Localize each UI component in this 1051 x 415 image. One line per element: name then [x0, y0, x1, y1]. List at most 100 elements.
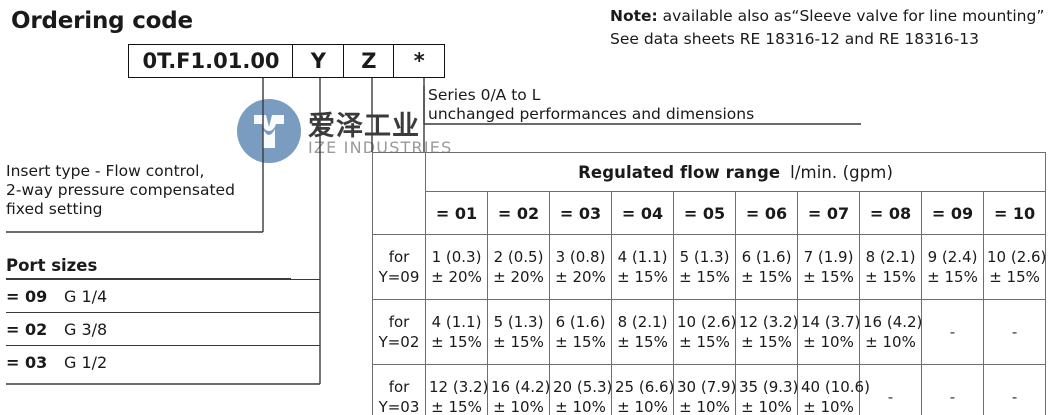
insert-type-line-3: fixed setting: [6, 200, 103, 219]
flow-value: 5 (1.3): [679, 247, 730, 266]
column-header-04: = 04: [611, 191, 674, 235]
flow-value: 9 (2.4): [927, 247, 978, 266]
series-note-line-2: unchanged performances and dimensions: [428, 105, 755, 124]
data-cell: 10 (2.6) ± 15%: [982, 234, 1047, 300]
regulated-flow-range-table: Regulated flow range l/min. (gpm) = 01 = …: [372, 152, 1046, 415]
flow-value: 12 (3.2): [429, 377, 489, 396]
port-size-code: = 03: [6, 352, 48, 372]
column-header-02: = 02: [487, 191, 550, 235]
flow-tolerance: ± 10%: [803, 398, 854, 415]
data-cell: 4 (1.1) ± 15%: [425, 299, 488, 365]
data-cell: 5 (1.3) ± 15%: [673, 234, 736, 300]
column-header-01: = 01: [425, 191, 488, 235]
data-cell-empty: -: [921, 364, 984, 415]
flow-value: 8 (2.1): [865, 247, 916, 266]
flow-value: 16 (4.2): [491, 377, 551, 396]
flow-value: 40 (10.6): [801, 377, 870, 396]
code-cell-y[interactable]: Y: [292, 44, 345, 78]
ordering-code-boxes: 0T.F1.01.00 Y Z *: [128, 44, 446, 78]
flow-value: 20 (5.3): [553, 377, 613, 396]
flow-value: 2 (0.5): [493, 247, 544, 266]
flow-tolerance: ± 15%: [679, 268, 730, 286]
row-label-for: for: [388, 312, 410, 331]
data-cell: 40 (10.6) ± 10%: [797, 364, 870, 415]
flow-value: 4 (1.1): [617, 247, 668, 266]
note-line-1: Note: available also as“Sleeve valve for…: [610, 7, 1050, 26]
table-corner-cell-lower: [372, 191, 426, 235]
code-cell-base[interactable]: 0T.F1.01.00: [128, 44, 294, 78]
flow-tolerance: ± 10%: [493, 398, 544, 415]
watermark-chinese-text: 爱泽工业: [308, 111, 420, 142]
row-label-y02: for Y=02: [372, 299, 426, 365]
flow-value: 8 (2.1): [617, 312, 668, 331]
flow-value: 10 (2.6): [987, 247, 1047, 266]
data-cell: 1 (0.3) ± 20%: [425, 234, 488, 300]
data-cell: 4 (1.1) ± 15%: [611, 234, 674, 300]
table-row: for Y=02 4 (1.1) ± 15% 5 (1.3) ± 15% 6 (…: [372, 299, 1047, 365]
column-header-07: = 07: [797, 191, 860, 235]
data-cell-empty: -: [859, 364, 922, 415]
flow-tolerance: ± 15%: [989, 268, 1040, 286]
flow-value: 25 (6.6): [615, 377, 675, 396]
flow-tolerance: ± 15%: [927, 268, 978, 286]
flow-tolerance: ± 20%: [493, 268, 544, 286]
data-cell: 2 (0.5) ± 20%: [487, 234, 550, 300]
insert-type-description: Insert type - Flow control, 2-way pressu…: [6, 162, 235, 219]
flow-value: 14 (3.7): [801, 312, 861, 331]
row-label-y: Y=02: [378, 333, 420, 351]
flow-tolerance: ± 20%: [555, 268, 606, 286]
flow-tolerance: ± 10%: [865, 333, 916, 351]
flow-value: -: [1011, 387, 1018, 406]
flow-tolerance: ± 10%: [555, 398, 606, 415]
table-unit-text: l/min. (gpm): [790, 162, 894, 182]
data-cell: 20 (5.3) ± 10%: [549, 364, 613, 415]
port-size-code: = 09: [6, 286, 48, 306]
data-cell: 35 (9.3) ± 10%: [735, 364, 798, 415]
page-title: Ordering code: [11, 8, 193, 34]
table-column-header-row: = 01 = 02 = 03 = 04 = 05 = 06 = 07 = 08 …: [372, 191, 1047, 235]
table-title-text: Regulated flow range: [578, 162, 781, 182]
series-note: Series 0/A to L unchanged performances a…: [428, 86, 754, 125]
port-size-value: G 1/4: [64, 286, 108, 306]
note-label: Note:: [610, 7, 658, 25]
data-cell: 16 (4.2) ± 10%: [859, 299, 923, 365]
data-cell: 5 (1.3) ± 15%: [487, 299, 550, 365]
column-header-05: = 05: [673, 191, 736, 235]
data-cell: 10 (2.6) ± 15%: [673, 299, 736, 365]
data-cell: 30 (7.9) ± 10%: [673, 364, 737, 415]
flow-value: -: [887, 387, 894, 406]
flow-value: 16 (4.2): [863, 312, 923, 331]
flow-tolerance: ± 15%: [803, 268, 854, 286]
code-cell-star[interactable]: *: [393, 44, 446, 78]
flow-value: -: [949, 387, 956, 406]
data-cell: 16 (4.2) ± 10%: [487, 364, 551, 415]
port-size-value: G 3/8: [64, 319, 108, 339]
insert-type-line-2: 2-way pressure compensated: [6, 181, 235, 200]
port-sizes-title: Port sizes: [6, 256, 98, 275]
flow-value: 3 (0.8): [555, 247, 606, 266]
table-corner-cell: [372, 152, 426, 192]
row-label-y03: for Y=03: [372, 364, 426, 415]
port-size-row[interactable]: = 09 G 1/4: [6, 279, 320, 312]
table-row: for Y=03 12 (3.2) ± 15% 16 (4.2) ± 10% 2…: [372, 364, 1047, 415]
data-cell: 3 (0.8) ± 20%: [549, 234, 612, 300]
flow-value: 6 (1.6): [555, 312, 606, 331]
flow-value: 30 (7.9): [677, 377, 737, 396]
column-header-09: = 09: [921, 191, 984, 235]
port-sizes-title-rule: [6, 278, 291, 279]
port-size-row[interactable]: = 03 G 1/2: [6, 345, 320, 378]
row-label-y: Y=09: [378, 268, 420, 286]
flow-value: 7 (1.9): [803, 247, 854, 266]
series-note-line-1: Series 0/A to L: [428, 86, 541, 104]
table-title-cell: Regulated flow range l/min. (gpm): [424, 152, 1047, 192]
flow-value: -: [949, 322, 956, 341]
flow-tolerance: ± 10%: [617, 398, 668, 415]
port-size-row[interactable]: = 02 G 3/8: [6, 312, 320, 345]
flow-value: -: [1011, 322, 1018, 341]
flow-value: 12 (3.2): [739, 312, 799, 331]
data-cell: 6 (1.6) ± 15%: [549, 299, 612, 365]
table-title-row: Regulated flow range l/min. (gpm): [372, 152, 1047, 192]
code-cell-z[interactable]: Z: [342, 44, 395, 78]
ize-logo-icon: [237, 99, 301, 163]
row-label-for: for: [388, 247, 410, 266]
